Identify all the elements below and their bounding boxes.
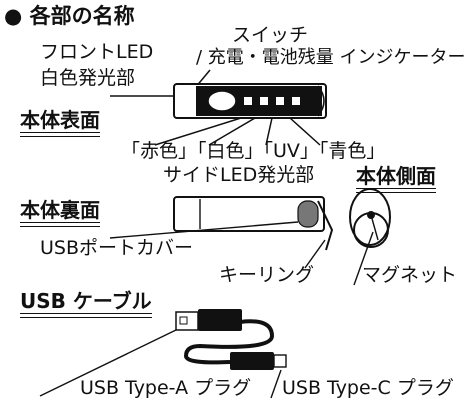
type-c-leader: [270, 369, 282, 399]
front-led-sub-label: 白色発光部: [40, 67, 136, 89]
indicator-led-1: [244, 97, 252, 105]
indicator-led-3: [276, 97, 284, 105]
blue-led-leader: [289, 117, 321, 146]
usb-cable: [175, 309, 287, 370]
type-a-housing: [198, 309, 242, 331]
device-back: [109, 196, 334, 269]
type-c-plug: [273, 354, 287, 368]
type-a-label: USB Type-A プラグ: [80, 377, 252, 399]
side-led-colors-label: 「赤色」「白色」「UV」「青色」: [121, 140, 386, 162]
usb-cover-label: USBポートカバー: [40, 237, 194, 259]
switch-label: スイッチ: [232, 24, 309, 46]
front-ring-hook: [317, 85, 325, 117]
type-c-label: USB Type-C プラグ: [282, 377, 454, 399]
indicator-led-2: [260, 97, 268, 105]
magnet-label: マグネット: [362, 264, 458, 286]
key-ring-label: キーリング: [219, 264, 315, 286]
page-title: ● 各部の名称: [4, 4, 135, 28]
key-ring-leader: [304, 239, 326, 269]
usb-port-cover: [297, 200, 319, 228]
section-front: 本体表面: [20, 108, 100, 137]
white-led-leader: [208, 117, 256, 146]
type-c-housing: [230, 352, 274, 370]
indicator-led-4: [292, 97, 300, 105]
front-led-label: フロントLED: [40, 41, 154, 63]
side-led-label: サイドLED発光部: [163, 164, 315, 186]
device-front: [173, 83, 327, 119]
front-led-icon: [207, 90, 237, 112]
section-back: 本体裏面: [20, 198, 100, 227]
red-led-leader: [154, 117, 242, 146]
uv-led-leader: [265, 117, 273, 146]
indicator-label: / 充電・電池残量 インジケーター: [196, 47, 465, 68]
usb-cover-leader: [109, 221, 299, 239]
device-side: [349, 188, 391, 286]
magnet-leader: [353, 231, 374, 286]
section-cable: USB ケーブル: [20, 289, 152, 318]
section-side: 本体側面: [356, 164, 436, 193]
key-ring-wire: [317, 200, 334, 251]
type-a-leader: [39, 329, 177, 397]
